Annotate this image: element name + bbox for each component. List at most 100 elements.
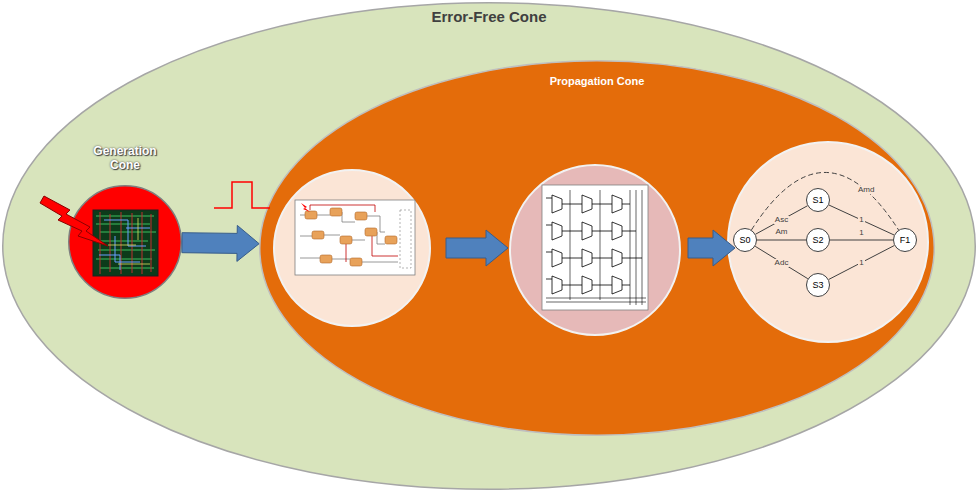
null-part-part	[305, 211, 317, 219]
state-machine-circle-part	[728, 142, 928, 342]
edge-label-box: Am	[775, 228, 789, 236]
edge-label: 1	[858, 259, 864, 267]
transition-line-stroke	[830, 240, 893, 241]
state-circle: S3	[806, 273, 830, 297]
mux-grid-circle-part	[582, 276, 592, 294]
mux-grid-circle-part	[582, 195, 592, 213]
state-circle-text-box: S1	[806, 188, 830, 212]
state-circle-text-box: S2	[806, 228, 830, 252]
generation-cone-text-box: Generation Cone	[85, 145, 165, 173]
null-part-part	[350, 258, 362, 266]
error-free-cone-fill	[3, 3, 976, 490]
propagation-cone-text-box: Propagation Cone	[259, 75, 935, 88]
state-circle-label: S1	[812, 195, 823, 205]
state-circle-text-box: S3	[806, 273, 830, 297]
state-circle-label: F1	[900, 235, 911, 245]
chip-die-part	[96, 216, 156, 268]
schematic-circle-part	[301, 203, 310, 212]
schematic-circle-part	[400, 210, 411, 268]
mux-grid-circle-part	[542, 185, 648, 310]
chip-die-part	[108, 218, 150, 264]
null-part-part	[385, 236, 397, 244]
state-circle: S0	[733, 228, 757, 252]
edge-label: Asc	[774, 216, 789, 224]
edge-label-box: 1	[858, 259, 864, 267]
state-circle-fill	[807, 229, 830, 252]
null-part-part	[330, 208, 342, 216]
generation-cone: Generation Cone	[68, 185, 182, 299]
mux-grid-circle-part	[612, 249, 622, 267]
edge-label: 1	[858, 229, 864, 237]
edge-label: Amd	[857, 186, 875, 194]
error-free-cone-label: Error-Free Cone	[2, 8, 976, 25]
error-free-cone-text-box: Error-Free Cone	[2, 8, 976, 25]
null-part-part	[312, 231, 324, 239]
state-circle: S1	[806, 188, 830, 212]
edge-label: 1	[858, 216, 864, 224]
mux-grid-circle-part	[552, 276, 562, 294]
state-circle-label: S3	[812, 280, 823, 290]
mux-grid-circle-part	[612, 195, 622, 213]
chip-die-part	[100, 212, 151, 274]
edge-label-box: Asc	[774, 216, 789, 224]
state-circle-fill	[807, 189, 830, 212]
transition-curve	[751, 172, 898, 229]
state-circle-fill	[734, 229, 757, 252]
generation-cone-outline	[68, 185, 182, 299]
state-circle-label: S2	[812, 235, 823, 245]
state-circle: S2	[806, 228, 830, 252]
edge-label-box: Adc	[774, 259, 790, 267]
edge-label-box: 1	[858, 229, 864, 237]
schematic-circle-part	[300, 212, 398, 262]
transition-line	[751, 172, 898, 229]
propagation-cone-label: Propagation Cone	[259, 75, 935, 88]
transition-line-stroke	[829, 246, 895, 280]
schematic-circle-part	[274, 170, 430, 326]
state-circle-label: S0	[739, 235, 750, 245]
edge-label-box: Amd	[857, 186, 875, 194]
mux-grid-circle-part	[546, 190, 646, 305]
generation-cone-label: Generation Cone	[85, 145, 165, 173]
state-circle-fill	[807, 274, 830, 297]
state-circle-text-box: F1	[893, 228, 917, 252]
mux-grid-circle-part	[510, 165, 680, 335]
mux-grid-circle-part	[546, 198, 642, 285]
mux-grid-circle-part	[552, 222, 562, 240]
mux-grid-circle-part	[612, 222, 622, 240]
state-circle: F1	[893, 228, 917, 252]
transition-line	[830, 240, 893, 241]
mux-grid-circle-part	[552, 195, 562, 213]
mux-grid-circle-part	[552, 249, 562, 267]
null-part-part	[340, 236, 352, 244]
null-part-part	[320, 255, 332, 263]
schematic-circle-part	[295, 200, 415, 275]
null-part	[305, 208, 397, 266]
schematic-circle	[274, 170, 430, 326]
null-part-part	[365, 228, 377, 236]
generation-cone-fill	[69, 186, 182, 299]
edge-label: Am	[775, 228, 789, 236]
transition-line	[757, 240, 806, 241]
schematic-circle-part	[310, 205, 398, 262]
mux-grid-circle-part	[582, 222, 592, 240]
propagation-cone-outline	[259, 60, 935, 436]
edge-label-box: 1	[858, 216, 864, 224]
propagation-cone-fill	[260, 61, 935, 436]
state-circle-fill	[894, 229, 917, 252]
transition-line	[829, 246, 895, 280]
mux-grid-circle	[510, 165, 680, 335]
null-part-part	[355, 212, 367, 220]
edge-label: Adc	[774, 259, 790, 267]
transition-line-stroke	[755, 246, 808, 278]
mux-grid-circle-part	[612, 276, 622, 294]
propagation-cone: Propagation ConeS0 S1S2S3 F1	[259, 60, 935, 436]
state-circle-text-box: S0	[733, 228, 757, 252]
state-machine-circle	[728, 142, 928, 342]
transition-line-stroke	[757, 240, 806, 241]
transition-line	[755, 246, 808, 278]
mux-grid-circle-part	[582, 249, 592, 267]
